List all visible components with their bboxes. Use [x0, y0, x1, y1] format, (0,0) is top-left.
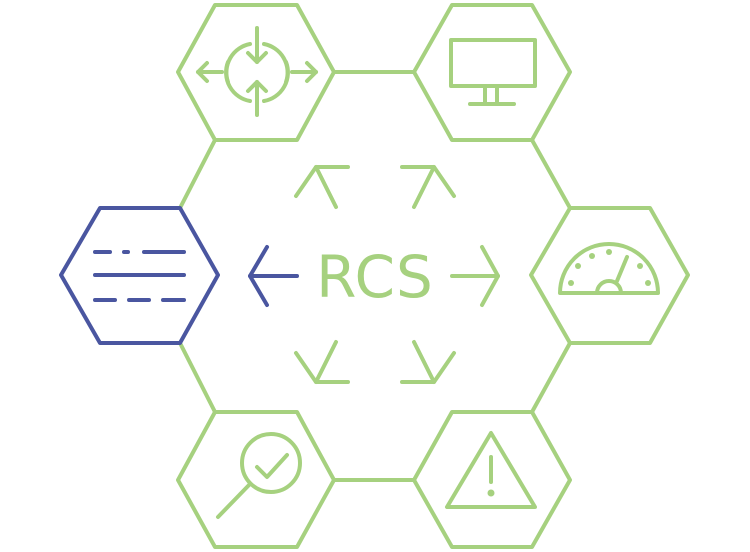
arrow-down-right-icon — [400, 340, 456, 384]
hexagon — [412, 410, 572, 549]
text-lines-icon — [93, 250, 186, 302]
search-check-icon — [216, 432, 302, 519]
hexagon — [412, 3, 572, 142]
connector-bottom-right — [530, 341, 572, 414]
hexagon — [529, 206, 690, 345]
centralize-arrows-icon — [196, 26, 318, 117]
hexagon — [176, 410, 336, 549]
arrow-right-icon — [450, 245, 500, 307]
node-bottom-right — [412, 410, 572, 549]
center-arrows — [248, 165, 500, 384]
arrow-left-icon — [248, 245, 299, 307]
hexagon — [59, 206, 220, 345]
arrow-up-left-icon — [294, 165, 350, 209]
arrow-down-left-icon — [294, 340, 350, 384]
node-left — [59, 206, 220, 345]
center-label: RCS — [316, 243, 434, 311]
gauge-icon — [558, 242, 660, 295]
monitor-icon — [449, 38, 537, 106]
hexagon — [176, 3, 336, 142]
node-right — [529, 206, 690, 345]
node-bottom-left — [176, 410, 336, 549]
connector-bottom-left — [178, 341, 217, 414]
node-top-right — [412, 3, 572, 142]
arrow-up-right-icon — [400, 165, 456, 209]
connector-top-left — [178, 138, 217, 210]
warning-icon — [445, 431, 537, 509]
connectors — [178, 70, 572, 482]
connector-top-right — [530, 138, 572, 210]
node-top-left — [176, 3, 336, 142]
